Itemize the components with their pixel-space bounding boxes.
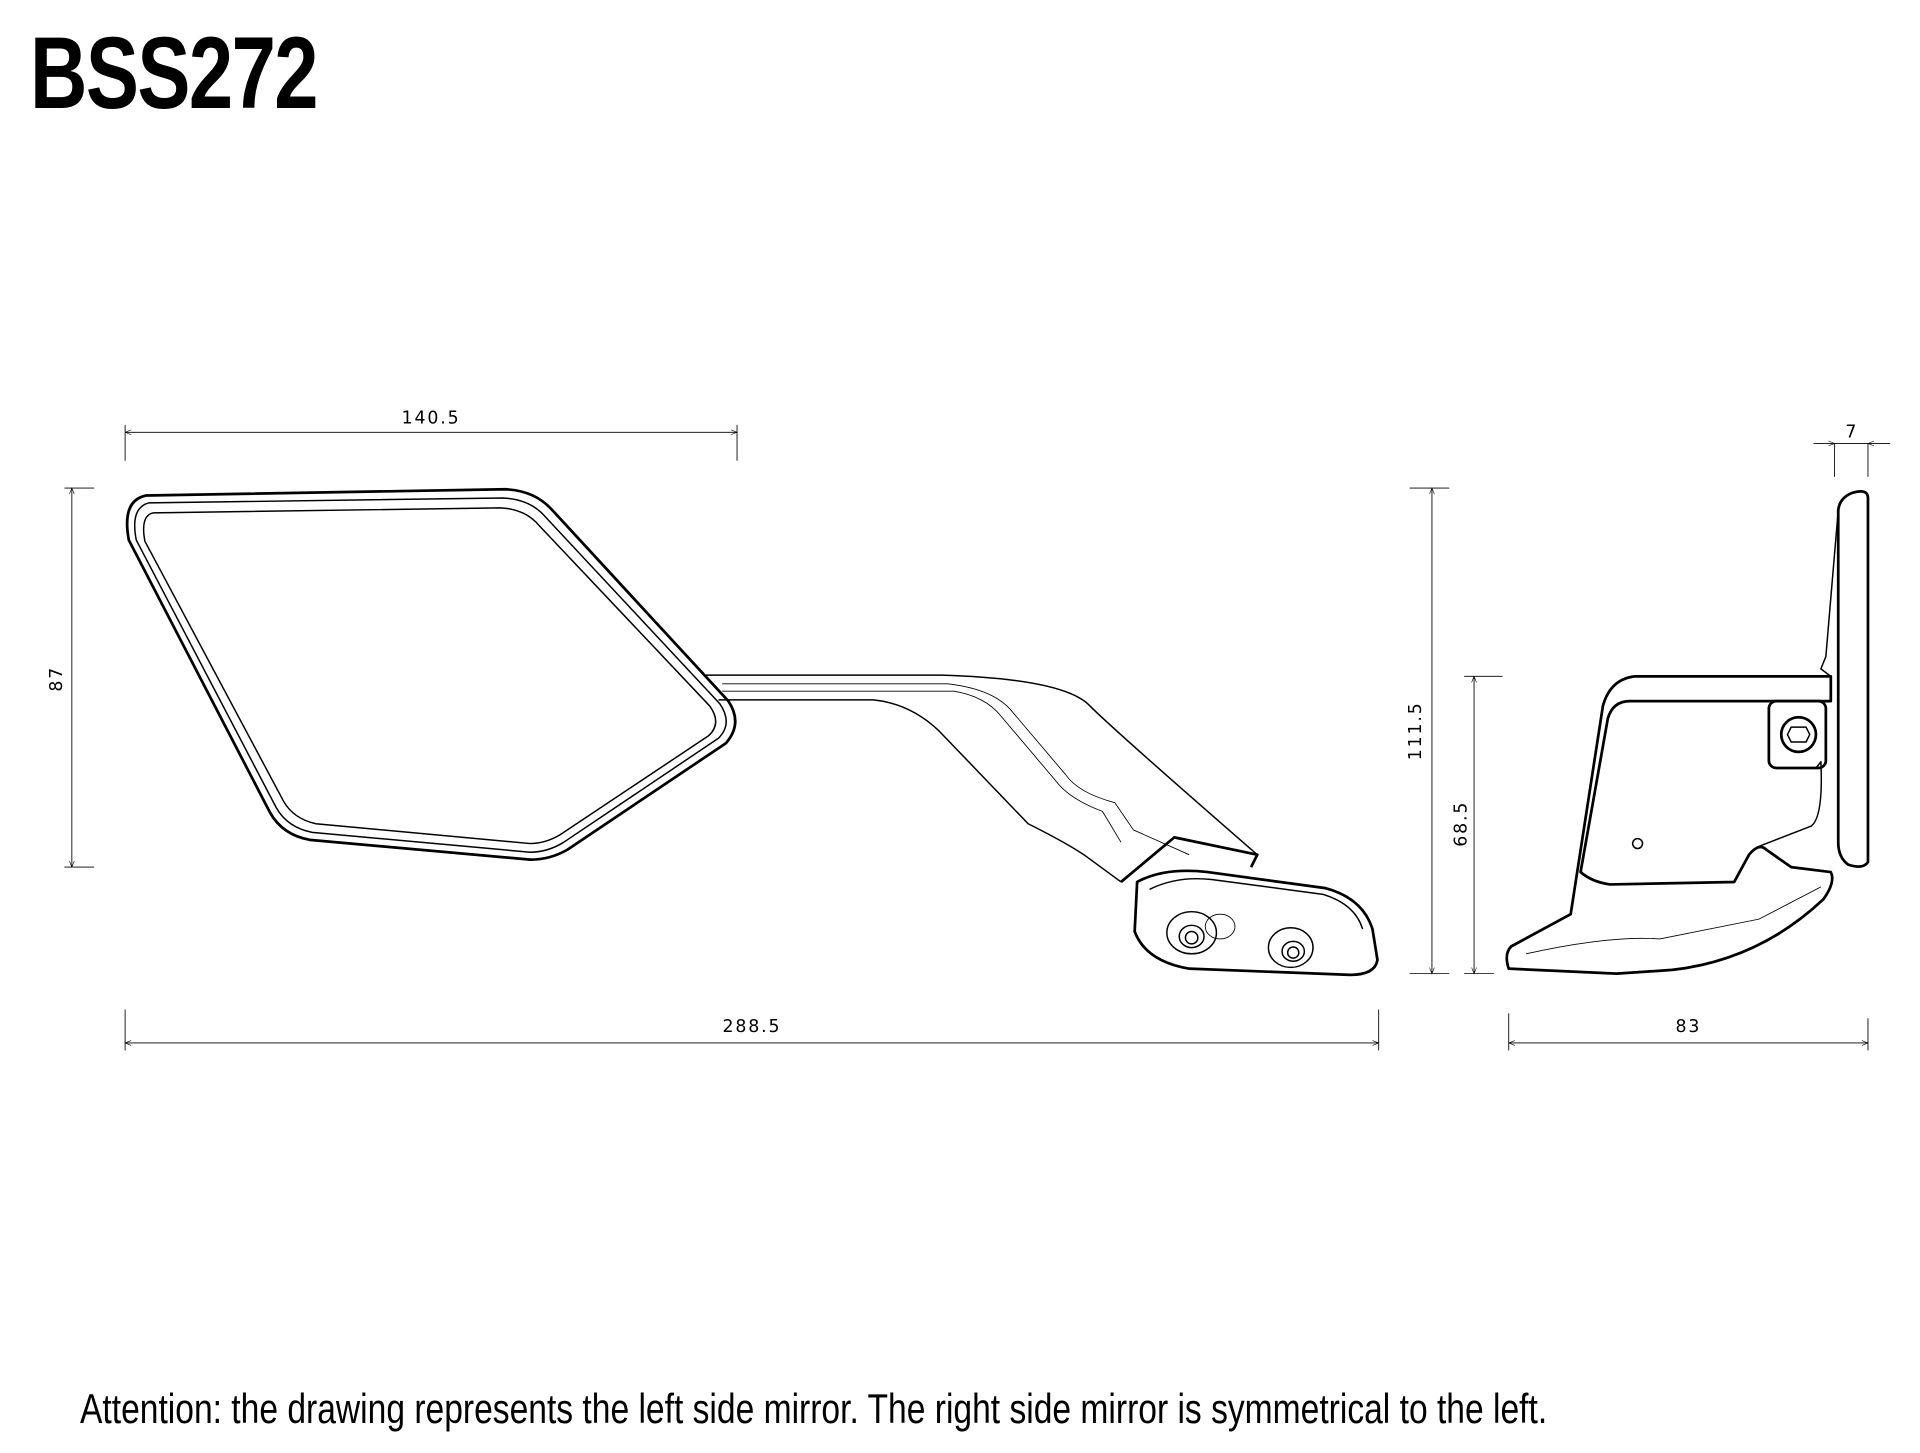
dimension-glass-thickness: 7 (1813, 422, 1891, 477)
dimension-label: 111.5 (1406, 701, 1426, 760)
dimension-label: 7 (1845, 422, 1858, 442)
hex-bolt-icon (1786, 726, 1811, 743)
dimension-label: 83 (1675, 1017, 1701, 1037)
dimension-label: 288.5 (722, 1017, 781, 1037)
dimension-label: 68.5 (1452, 801, 1472, 847)
dimension-mount-height: 68.5 (1452, 675, 1503, 975)
screw-icon (1631, 837, 1644, 850)
dimension-label: 87 (47, 666, 67, 692)
dimension-label: 140.5 (402, 409, 461, 429)
mirror-side-view (1505, 490, 1870, 975)
dimension-mirror-height: 87 (47, 487, 95, 868)
mounting-base-front (1120, 836, 1379, 977)
dimension-mirror-width: 140.5 (124, 409, 738, 461)
dimension-side-depth: 83 (1507, 1013, 1869, 1051)
bolt-icon (1267, 927, 1314, 969)
mirror-head-front-view (125, 487, 737, 862)
bolt-icon (1166, 910, 1236, 955)
attention-note: Attention: the drawing represents the le… (80, 1385, 1548, 1432)
product-code-title: BSS272 (30, 16, 319, 130)
dimension-total-height: 111.5 (1406, 487, 1450, 975)
dimension-total-length: 288.5 (124, 1009, 1380, 1051)
mirror-arm (706, 674, 1258, 883)
